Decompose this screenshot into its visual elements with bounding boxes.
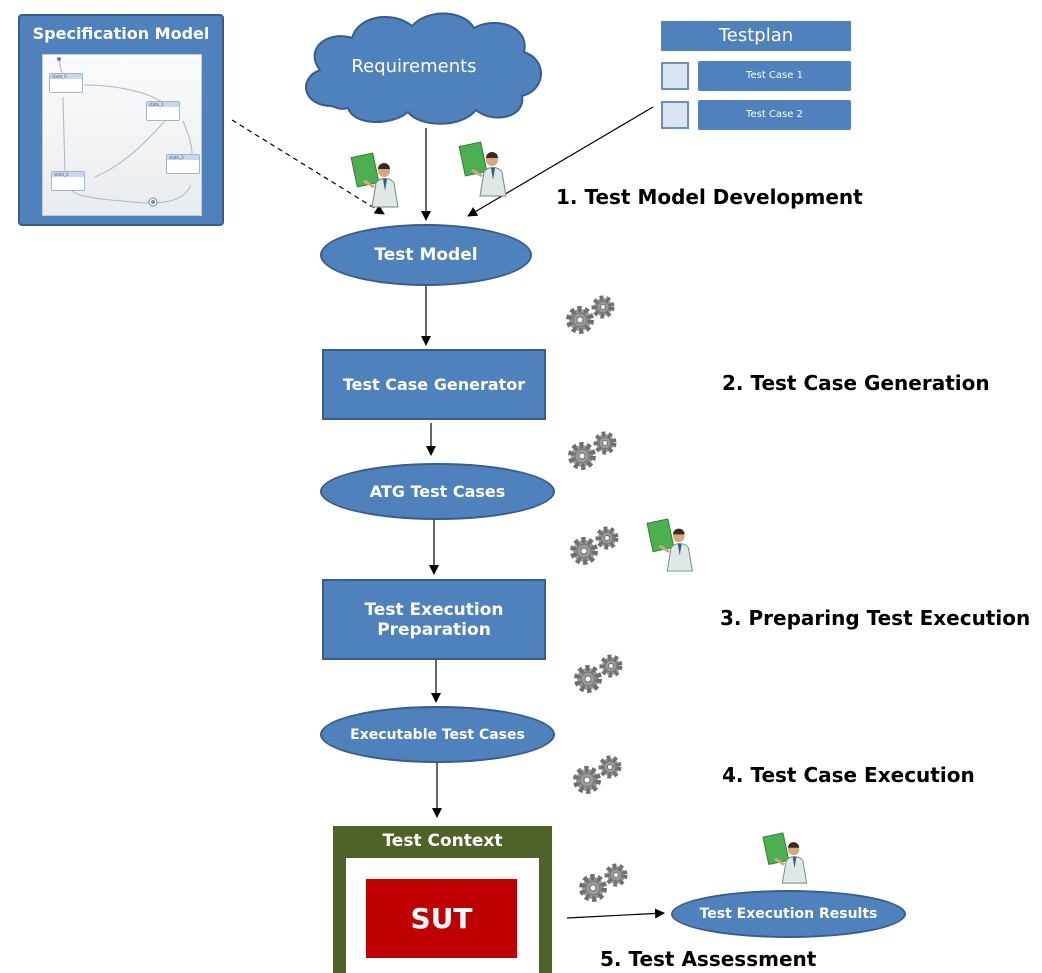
atg-test-cases-node: ATG Test Cases <box>320 463 555 520</box>
human-presenter-icon <box>458 141 507 197</box>
gears-icon <box>579 863 628 902</box>
test-execution-preparation-node: Test Execution Preparation <box>322 579 546 660</box>
human-presenter-icon <box>350 152 399 208</box>
specification-model-title: Specification Model <box>32 24 210 43</box>
mini-state: state_3 <box>166 154 200 174</box>
gears-icon <box>574 654 623 693</box>
phase-label-1: 1. Test Model Development <box>556 185 863 209</box>
arrow-testplan-to-test-model <box>467 106 654 217</box>
requirements-label: Requirements <box>351 56 476 77</box>
mini-state: state_1 <box>146 101 180 121</box>
mini-state: state_0 <box>49 73 83 93</box>
gears-icon <box>573 755 622 794</box>
phase-label-4: 4. Test Case Execution <box>722 763 975 787</box>
preparation-line-2: Preparation <box>377 619 491 640</box>
arrow-sut-to-results <box>566 908 665 919</box>
executable-test-cases-node: Executable Test Cases <box>320 706 555 763</box>
preparation-line-1: Test Execution <box>364 599 504 620</box>
gears-icon <box>568 431 617 470</box>
image-icon <box>661 62 689 90</box>
testplan-case-1: Test Case 1 <box>698 61 851 91</box>
sut-box: SUT <box>366 879 517 958</box>
gears-icon <box>566 295 615 334</box>
human-presenter-icon <box>762 832 808 884</box>
state-machine-thumbnail: state_0 state_1 state_3 state_2 <box>42 54 202 216</box>
test-execution-results-node: Test Execution Results <box>671 890 906 938</box>
requirements-cloud: Requirements <box>305 12 542 125</box>
testplan-case-2: Test Case 2 <box>698 100 851 130</box>
phase-label-5: 5. Test Assessment <box>600 947 817 971</box>
testplan-header: Testplan <box>661 21 851 51</box>
image-icon <box>661 101 689 129</box>
specification-model-panel: Specification Model state_0 state_1 stat… <box>18 14 224 226</box>
phase-label-2: 2. Test Case Generation <box>722 371 990 395</box>
arrow-spec-to-test-model <box>231 119 385 215</box>
gears-icon <box>570 526 619 565</box>
test-context-title: Test Context <box>382 831 503 851</box>
test-model-node: Test Model <box>320 224 532 286</box>
human-presenter-icon <box>646 518 693 572</box>
phase-label-3: 3. Preparing Test Execution <box>720 606 1031 630</box>
mini-state: state_2 <box>51 171 85 191</box>
test-case-generator-node: Test Case Generator <box>322 349 546 420</box>
